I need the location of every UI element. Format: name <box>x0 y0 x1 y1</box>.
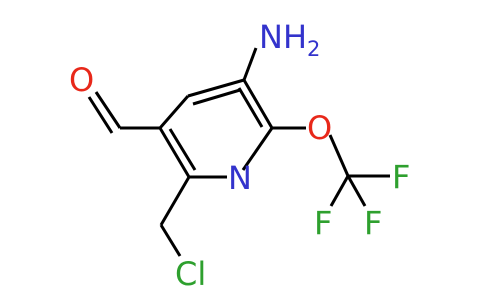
fluorine-label-1: F <box>392 158 410 196</box>
bond-c4-c5 <box>158 95 190 129</box>
bond-c2-c3-inner <box>237 87 264 128</box>
bond-c3-c4 <box>187 78 245 98</box>
fluorine-label-2: F <box>314 204 332 242</box>
bond-ch2-cl <box>159 224 182 257</box>
bond-n-c2 <box>241 127 274 171</box>
amine-subscript: 2 <box>307 37 320 61</box>
bond-cf3-f3 <box>346 175 367 207</box>
carbonyl-oxygen-label: O <box>69 61 94 99</box>
bond-c5-c6 <box>158 127 191 178</box>
amine-label: NH2 <box>259 18 320 61</box>
bond-cho-o <box>94 91 122 129</box>
bond-c6-ch2 <box>159 176 191 226</box>
bond-c2-c3 <box>242 79 274 129</box>
bond-c3-c4-inner <box>192 88 241 106</box>
bond-o-cf3 <box>328 134 350 177</box>
ether-oxygen-label: O <box>307 109 332 147</box>
bond-c5-c6-inner <box>168 128 197 171</box>
bond-c3-nh2 <box>242 47 258 81</box>
fluorine-label-3: F <box>364 204 382 242</box>
bond-cho-o-double <box>87 96 114 134</box>
chlorine-label: Cl <box>175 255 206 293</box>
ring-nitrogen-label: N <box>228 159 252 197</box>
bond-cf3-f2 <box>329 175 350 207</box>
